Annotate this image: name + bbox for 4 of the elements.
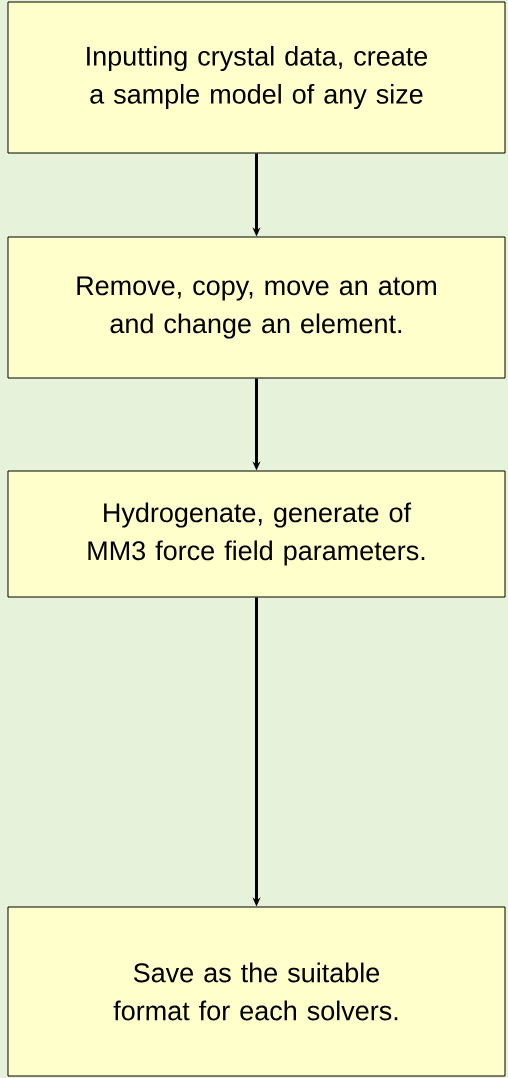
- process-box: Save as the suitable format for each solvers.: [7, 906, 506, 1077]
- process-box: Remove, copy, move an atom and change an element.: [7, 236, 506, 379]
- process-box: Inputting crystal data, create a sample model of any size: [7, 1, 506, 154]
- process-box: Hydrogenate, generate of MM3 force field parameters.: [7, 470, 506, 598]
